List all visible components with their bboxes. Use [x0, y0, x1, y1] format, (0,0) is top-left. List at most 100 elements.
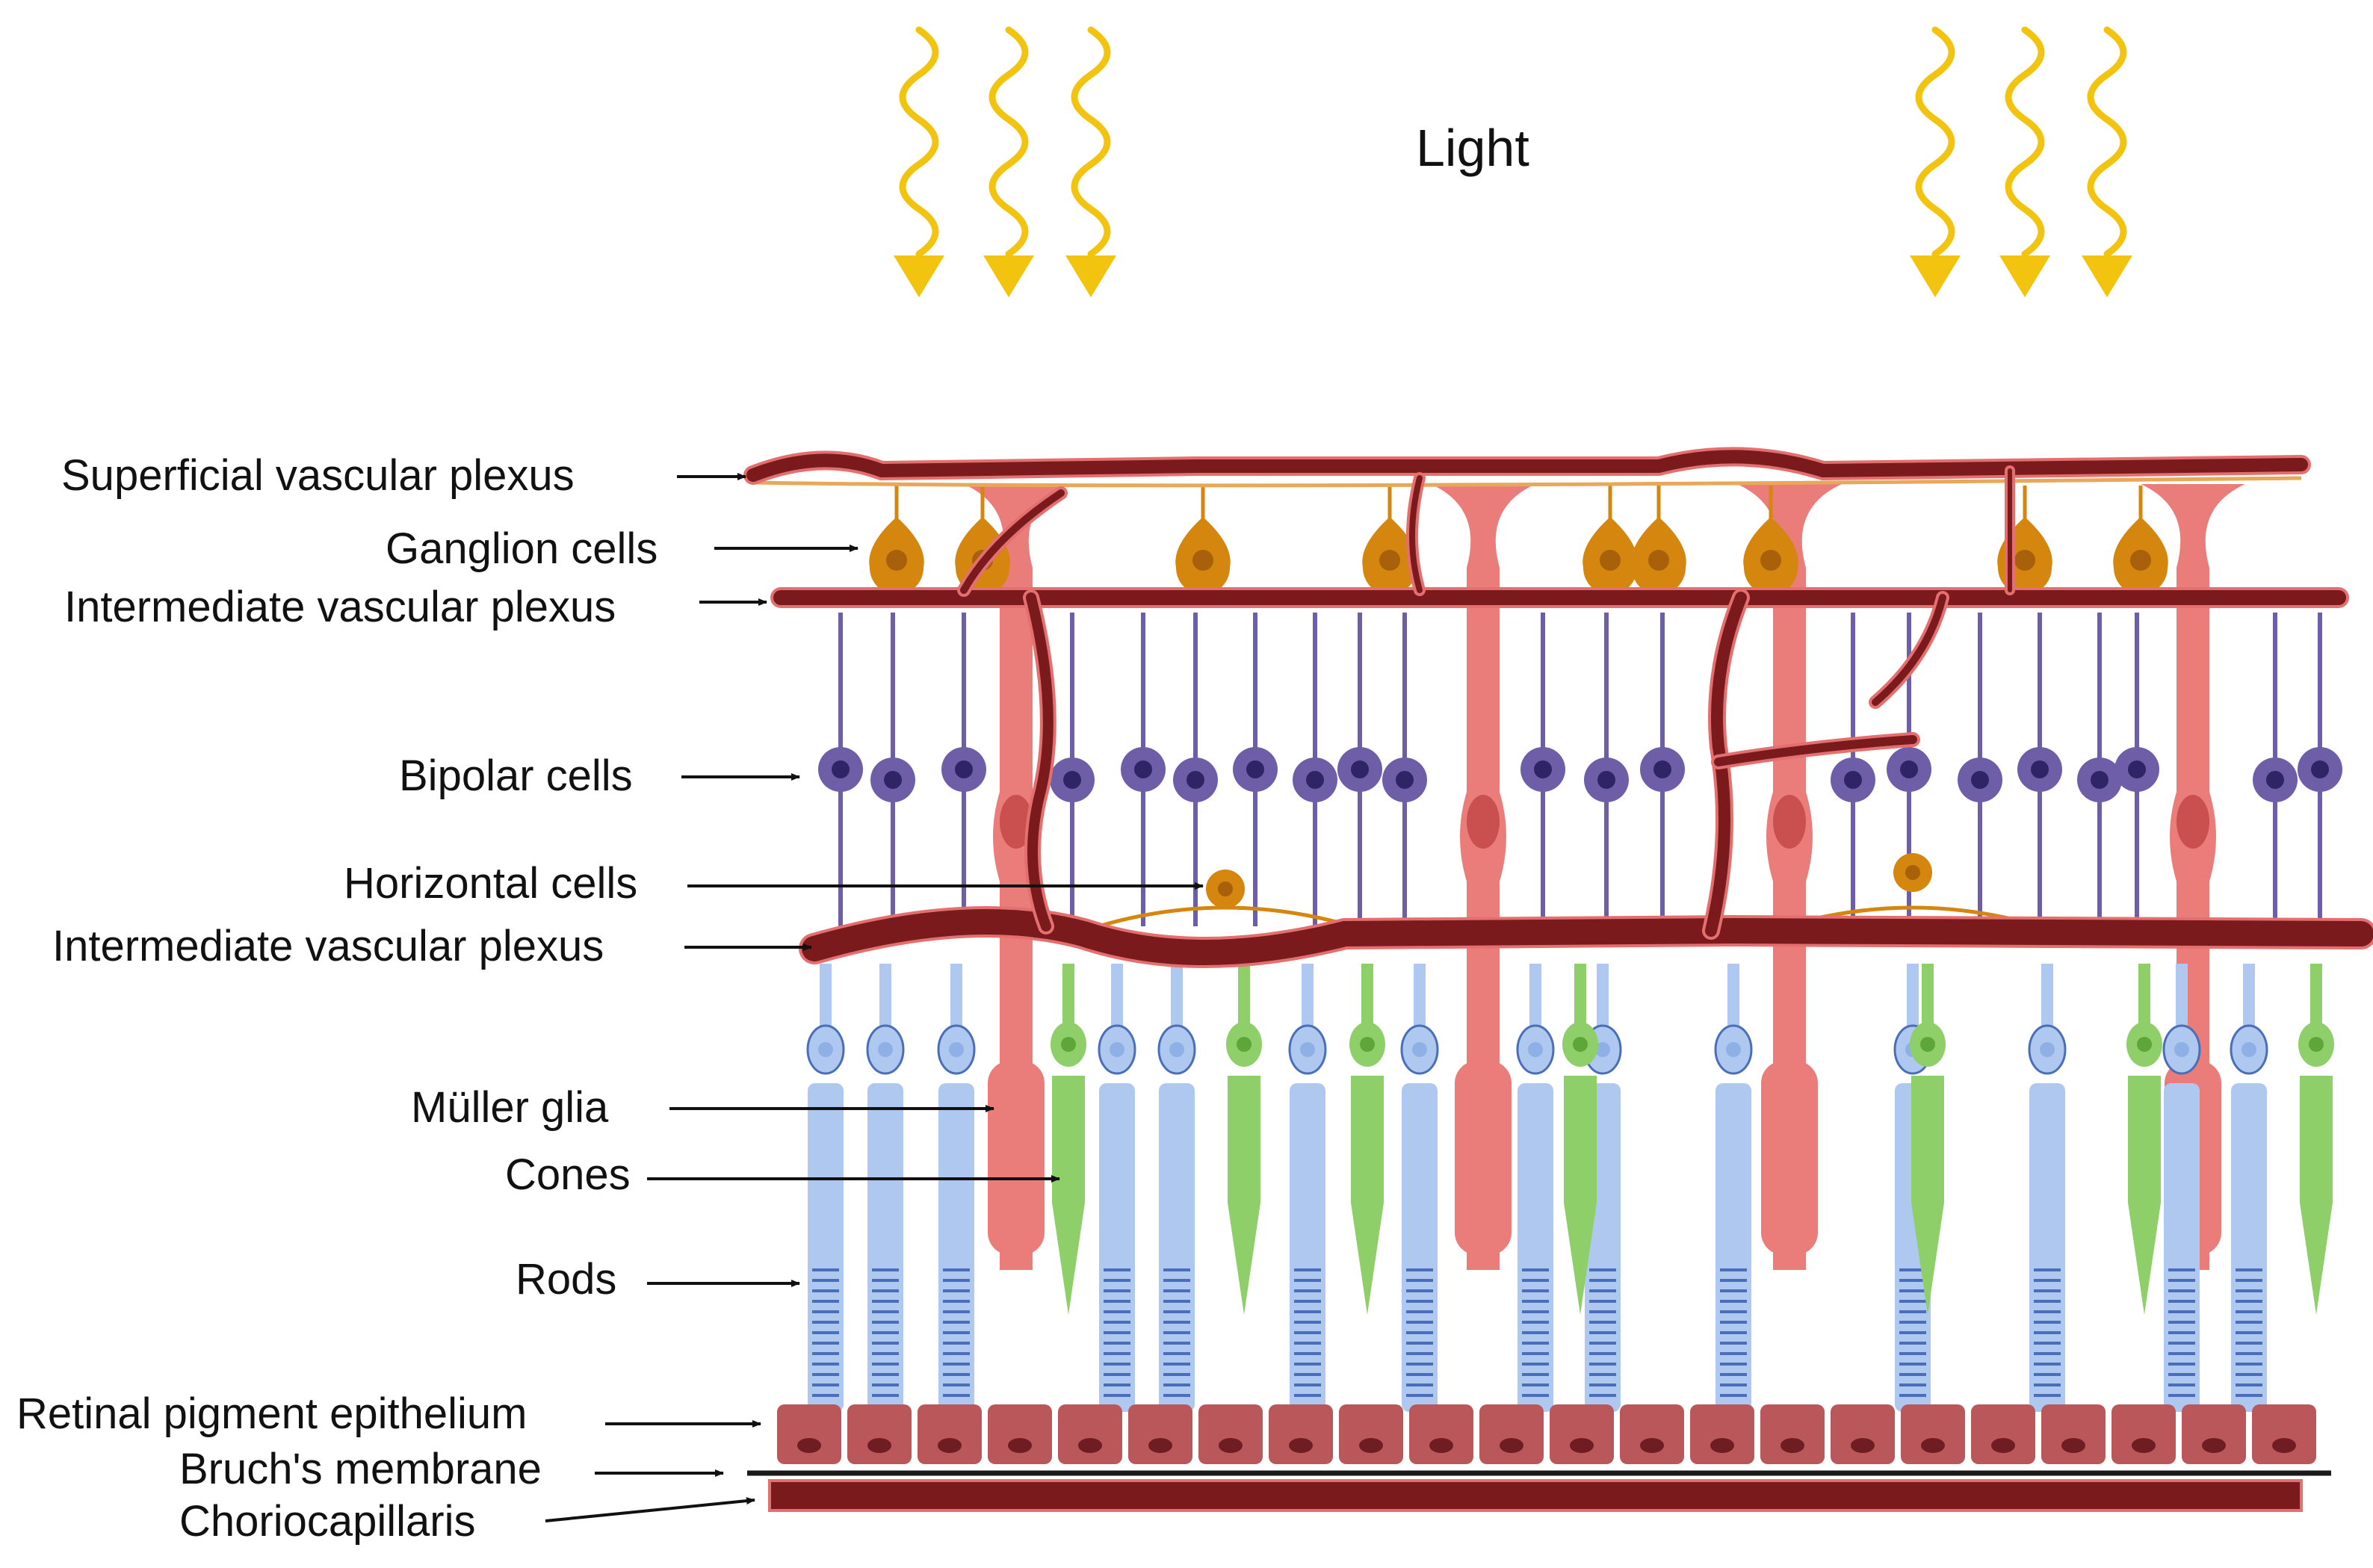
cone-nucleus	[2309, 1037, 2324, 1052]
ganglion-cell	[1362, 486, 1417, 595]
vertical-vessel	[1705, 592, 1747, 937]
cone-segment	[1052, 1076, 1085, 1315]
intermediate-vessel-bottom	[802, 909, 2373, 965]
rpe-cell	[847, 1404, 912, 1464]
rpe-cell	[1550, 1404, 1614, 1464]
bipolar-nucleus	[1063, 771, 1081, 789]
rpe-cell-body	[1058, 1404, 1122, 1464]
label-bipolar-cells: Bipolar cells	[399, 752, 633, 800]
bipolar-cell	[1337, 613, 1382, 926]
ganglion-cell	[1743, 486, 1798, 595]
rpe-cell	[1058, 1404, 1122, 1464]
rpe-cell	[1620, 1404, 1684, 1464]
horizontal-cell	[1785, 853, 2041, 929]
rod-cell	[1400, 964, 1439, 1412]
rpe-cell-body	[777, 1404, 841, 1464]
cone-segment	[2300, 1076, 2333, 1315]
muller-glia-endfoot	[1761, 1061, 1818, 1255]
cone-cell	[2298, 964, 2334, 1315]
bipolar-nucleus	[1246, 760, 1264, 778]
light-arrowhead	[2082, 255, 2132, 297]
muller-glia-cell	[964, 484, 1068, 1270]
light-arrowhead	[1999, 255, 2050, 297]
rod-segment	[1159, 1083, 1195, 1412]
label-bruchs-membrane: Bruch's membrane	[179, 1445, 542, 1493]
bipolar-cell	[1584, 613, 1629, 926]
label-superficial-vascular-plexus: Superficial vascular plexus	[61, 451, 575, 500]
superficial-vessel	[746, 450, 2308, 482]
ganglion-cell	[869, 486, 924, 595]
rpe-cell-body	[2111, 1404, 2176, 1464]
rpe-cell	[1339, 1404, 1403, 1464]
rpe-layer	[777, 1404, 2316, 1464]
light-wave-icon	[894, 26, 944, 297]
bipolar-cell-layer	[818, 613, 2342, 926]
label-intermediate-vascular-plexus-bottom: Intermediate vascular plexus	[52, 922, 604, 970]
bipolar-cell	[1233, 613, 1278, 926]
rpe-cell-body	[1409, 1404, 1473, 1464]
light-wave-icon	[1910, 26, 1961, 297]
label-horizontal-cells: Horizontal cells	[344, 859, 637, 908]
rpe-cell	[1198, 1404, 1263, 1464]
light-title: Light	[1416, 119, 1529, 177]
rpe-cell	[2252, 1404, 2316, 1464]
ganglion-cell	[1582, 486, 1638, 595]
cone-nucleus	[1237, 1037, 1252, 1052]
rpe-cell-body	[2041, 1404, 2106, 1464]
rod-cell	[1714, 964, 1753, 1412]
cone-cell	[1562, 964, 1598, 1315]
branch-vessel	[1872, 594, 1946, 706]
rpe-cell-body	[847, 1404, 912, 1464]
light-wave-line	[1915, 26, 1955, 258]
label-ganglion-cells: Ganglion cells	[386, 524, 658, 573]
rpe-cell	[2041, 1404, 2106, 1464]
rpe-cell	[1479, 1404, 1544, 1464]
muller-glia-cell	[1431, 484, 1535, 1270]
pointer-arrows	[545, 473, 1204, 1522]
light-wave-line	[2087, 26, 2127, 258]
light-wave-icon	[1065, 26, 1116, 297]
rpe-nucleus	[2061, 1438, 2085, 1453]
cone-nucleus	[1360, 1037, 1375, 1052]
rpe-cell-body	[1831, 1404, 1895, 1464]
light-wave-line	[989, 26, 1029, 258]
rpe-nucleus	[1851, 1438, 1875, 1453]
branch-vessel	[1409, 475, 1423, 593]
bipolar-cell	[2017, 613, 2062, 926]
rod-cell	[2162, 964, 2201, 1412]
vascular-layer	[743, 447, 2373, 968]
cone-nucleus	[1920, 1037, 1935, 1052]
rpe-cell-body	[2252, 1404, 2316, 1464]
rpe-nucleus	[1640, 1438, 1664, 1453]
light-arrowhead	[1910, 255, 1961, 297]
bipolar-cell	[1831, 613, 1875, 926]
light-rays	[894, 26, 2132, 297]
cone-cell	[1349, 964, 1385, 1315]
rpe-cell-body	[1760, 1404, 1825, 1464]
bipolar-cell	[1121, 613, 1166, 926]
light-wave-line	[899, 26, 939, 258]
cone-nucleus	[2137, 1037, 2152, 1052]
ganglion-nucleus	[1379, 550, 1400, 571]
horizontal-nucleus	[1218, 881, 1233, 896]
cone-cell	[1910, 964, 1946, 1315]
rod-nucleus	[1528, 1042, 1543, 1057]
ganglion-nucleus	[2130, 550, 2151, 571]
rpe-cell-body	[1550, 1404, 1614, 1464]
horizontal-cell-layer	[1098, 853, 2041, 929]
rod-nucleus	[1595, 1042, 1610, 1057]
rod-cell	[1516, 964, 1555, 1412]
bipolar-cell	[2298, 613, 2342, 926]
rpe-cell	[1760, 1404, 1825, 1464]
cone-axon	[1361, 964, 1373, 1038]
light-arrowhead	[983, 255, 1034, 297]
rpe-nucleus	[1359, 1438, 1383, 1453]
cone-axon	[1574, 964, 1586, 1038]
ganglion-cell	[1175, 486, 1231, 595]
ganglion-cell	[2113, 486, 2168, 595]
rpe-nucleus	[1500, 1438, 1523, 1453]
cone-segment	[2128, 1076, 2161, 1315]
cone-cell	[1051, 964, 1086, 1315]
label-group: Superficial vascular plexus Ganglion cel…	[16, 451, 658, 1546]
